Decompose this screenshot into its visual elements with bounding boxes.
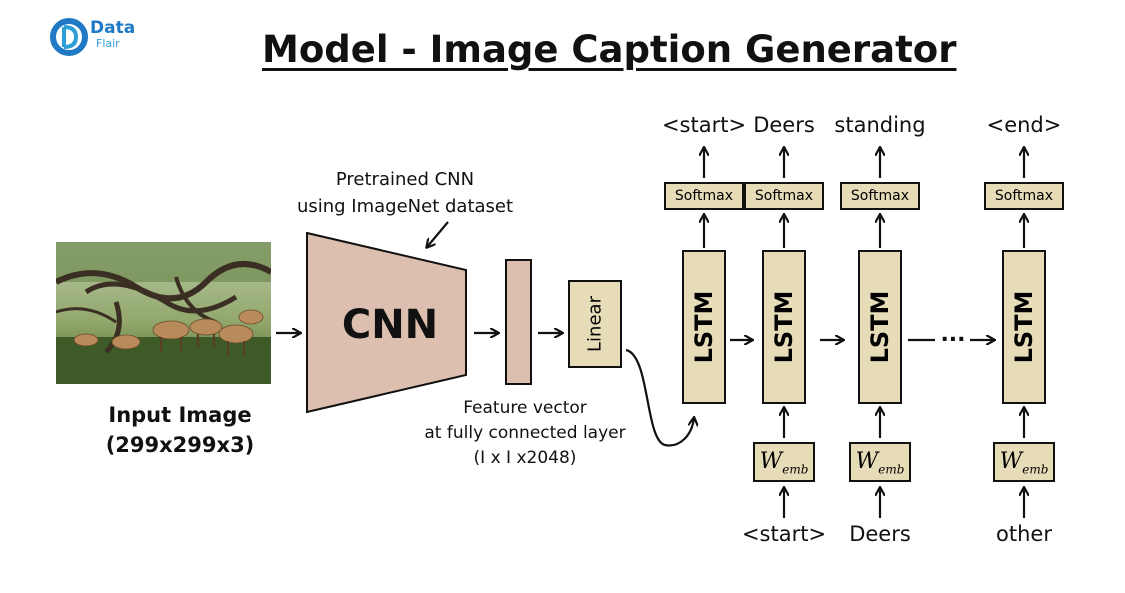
lstm-label-2: LSTM [770,290,798,364]
wemb-box-1: Wemb [753,442,815,482]
feature-vector-block [505,259,532,385]
input-photo [56,242,271,384]
dataflair-logo: Data Flair [50,18,140,58]
lstm-label-3: LSTM [866,290,894,364]
input-image-size: (299x299x3) [105,433,255,457]
softmax-box-2: Softmax [744,182,824,210]
arrow-pretrained-note [427,221,449,247]
pretrained-note: Pretrained CNN using ImageNet dataset [270,166,540,220]
wemb-sub-2: emb [878,462,905,477]
lstm-cell-4: LSTM [1002,250,1046,404]
softmax-box-1: Softmax [664,182,744,210]
output-word-4: <end> [986,113,1062,137]
input-word-1: <start> [741,522,827,546]
cnn-label: CNN [341,302,439,348]
cnn-block [306,231,467,414]
wemb-sub-3: emb [1022,462,1049,477]
softmax-box-4: Softmax [984,182,1064,210]
feature-line2: at fully connected layer [424,423,626,443]
softmax-box-3: Softmax [840,182,920,210]
lstm-cell-3: LSTM [858,250,902,404]
dataflair-logo-icon [50,18,88,56]
lstm-label-4: LSTM [1010,290,1038,364]
ellipsis: ... [940,322,966,347]
input-word-2: Deers [849,522,911,546]
arrow-linear-to-lstm [625,348,694,447]
pretrained-note-line2: using ImageNet dataset [296,196,514,217]
output-word-3: standing [834,113,926,137]
feature-line3: (I x I x2048) [473,448,577,468]
wemb-main-1: W [759,449,783,474]
input-image-label: Input Image [108,403,252,427]
linear-block: Linear [568,280,622,368]
wemb-box-2: Wemb [849,442,911,482]
lstm-label-1: LSTM [690,290,718,364]
output-word-2: Deers [753,113,815,137]
lstm-cell-2: LSTM [762,250,806,404]
input-word-3: other [996,522,1052,546]
page-title: Model - Image Caption Generator [262,28,957,71]
wemb-main-2: W [855,449,879,474]
lstm-cell-1: LSTM [682,250,726,404]
output-word-1: <start> [661,113,747,137]
logo-sub: Flair [96,37,120,50]
linear-label: Linear [584,296,606,352]
wemb-sub-1: emb [782,462,809,477]
pretrained-note-line1: Pretrained CNN [335,169,475,190]
feature-vector-caption: Feature vector at fully connected layer … [395,396,655,471]
wemb-box-3: Wemb [993,442,1055,482]
wemb-main-3: W [999,449,1023,474]
input-image-caption: Input Image (299x299x3) [70,400,290,460]
logo-name: Data [90,18,136,38]
feature-line1: Feature vector [463,398,587,418]
